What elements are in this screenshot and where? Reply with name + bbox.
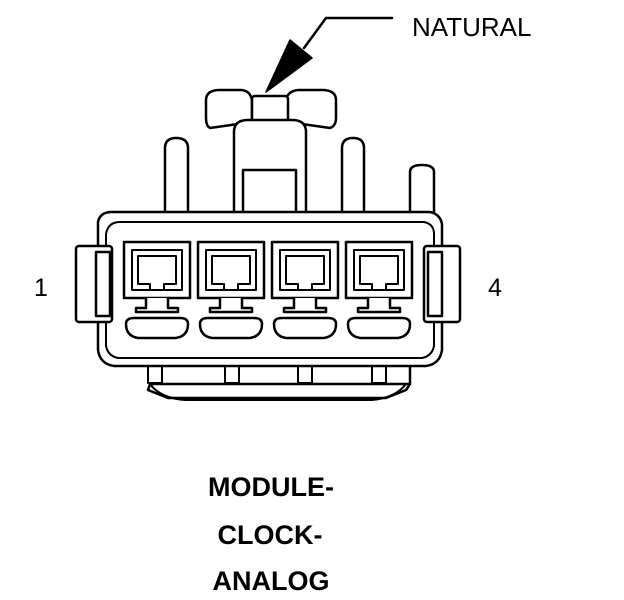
top-latch [204,88,338,224]
cavity-1 [122,240,192,340]
latch-posts [163,136,436,220]
title-line-3: ANALOG [213,566,330,596]
pin-label-right: 4 [488,274,502,302]
pin-label-left: 1 [34,274,48,302]
cavity-4 [344,240,414,340]
callout-label: NATURAL [412,12,531,42]
terminal-cavities [122,240,414,340]
title-line-1: MODULE- [208,472,334,502]
callout-arrow [265,16,394,93]
connector-skirt [128,363,412,401]
title-line-2: CLOCK- [218,520,323,550]
cavity-2 [196,240,266,340]
cavity-3 [270,240,340,340]
